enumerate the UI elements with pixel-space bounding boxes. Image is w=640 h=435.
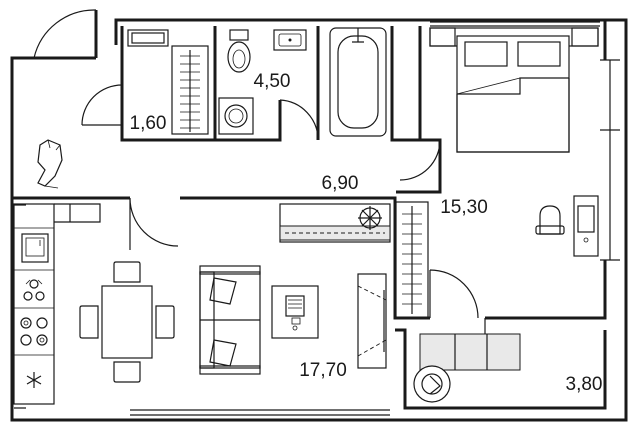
bedroom-door — [399, 139, 441, 181]
sofa — [199, 265, 261, 375]
area-label-balcony: 3,80 — [566, 374, 603, 395]
coffee-table-laptop — [271, 285, 319, 339]
desk-icon — [573, 195, 599, 257]
fridge-snowflake-icon — [26, 372, 42, 388]
area-label-hallway: 6,90 — [322, 173, 359, 194]
dining-table — [79, 261, 175, 383]
cooktop-icon — [20, 317, 48, 346]
bathtub-icon — [329, 27, 387, 137]
bed-icon — [429, 27, 599, 153]
nightstand-left — [429, 27, 456, 47]
chair-icon — [535, 205, 565, 235]
kitchen-sink-icon — [21, 233, 49, 263]
wc-room — [127, 29, 209, 135]
wc-door — [81, 84, 123, 126]
tv-cabinet — [357, 273, 387, 369]
living-door — [129, 197, 179, 250]
round-table — [413, 365, 451, 403]
plant-icon — [358, 206, 382, 230]
toilet-icon — [227, 29, 251, 73]
wardrobe — [395, 201, 429, 319]
area-label-bathroom: 4,50 — [254, 71, 291, 92]
balcony-door — [429, 269, 479, 319]
bedroom-room — [429, 27, 599, 257]
kitchen-cabinets — [13, 203, 101, 405]
fox-icon — [37, 139, 63, 189]
balcony-room — [413, 333, 521, 403]
area-label-wc: 1,60 — [130, 113, 167, 134]
outer-walls — [10, 10, 628, 422]
kitchen-counter-bar — [279, 203, 391, 243]
washing-machine-icon — [218, 97, 254, 135]
bathroom-room — [218, 27, 387, 137]
shelf-rack — [171, 45, 209, 135]
entrance-door — [33, 9, 97, 59]
sink-icon — [273, 29, 307, 51]
nightstand-right — [571, 27, 599, 47]
area-label-living: 17,70 — [299, 360, 347, 381]
bathroom-door — [279, 99, 319, 141]
area-label-bedroom: 15,30 — [440, 197, 488, 218]
inner-walls — [12, 20, 607, 410]
gas-stove-icon — [23, 279, 45, 301]
